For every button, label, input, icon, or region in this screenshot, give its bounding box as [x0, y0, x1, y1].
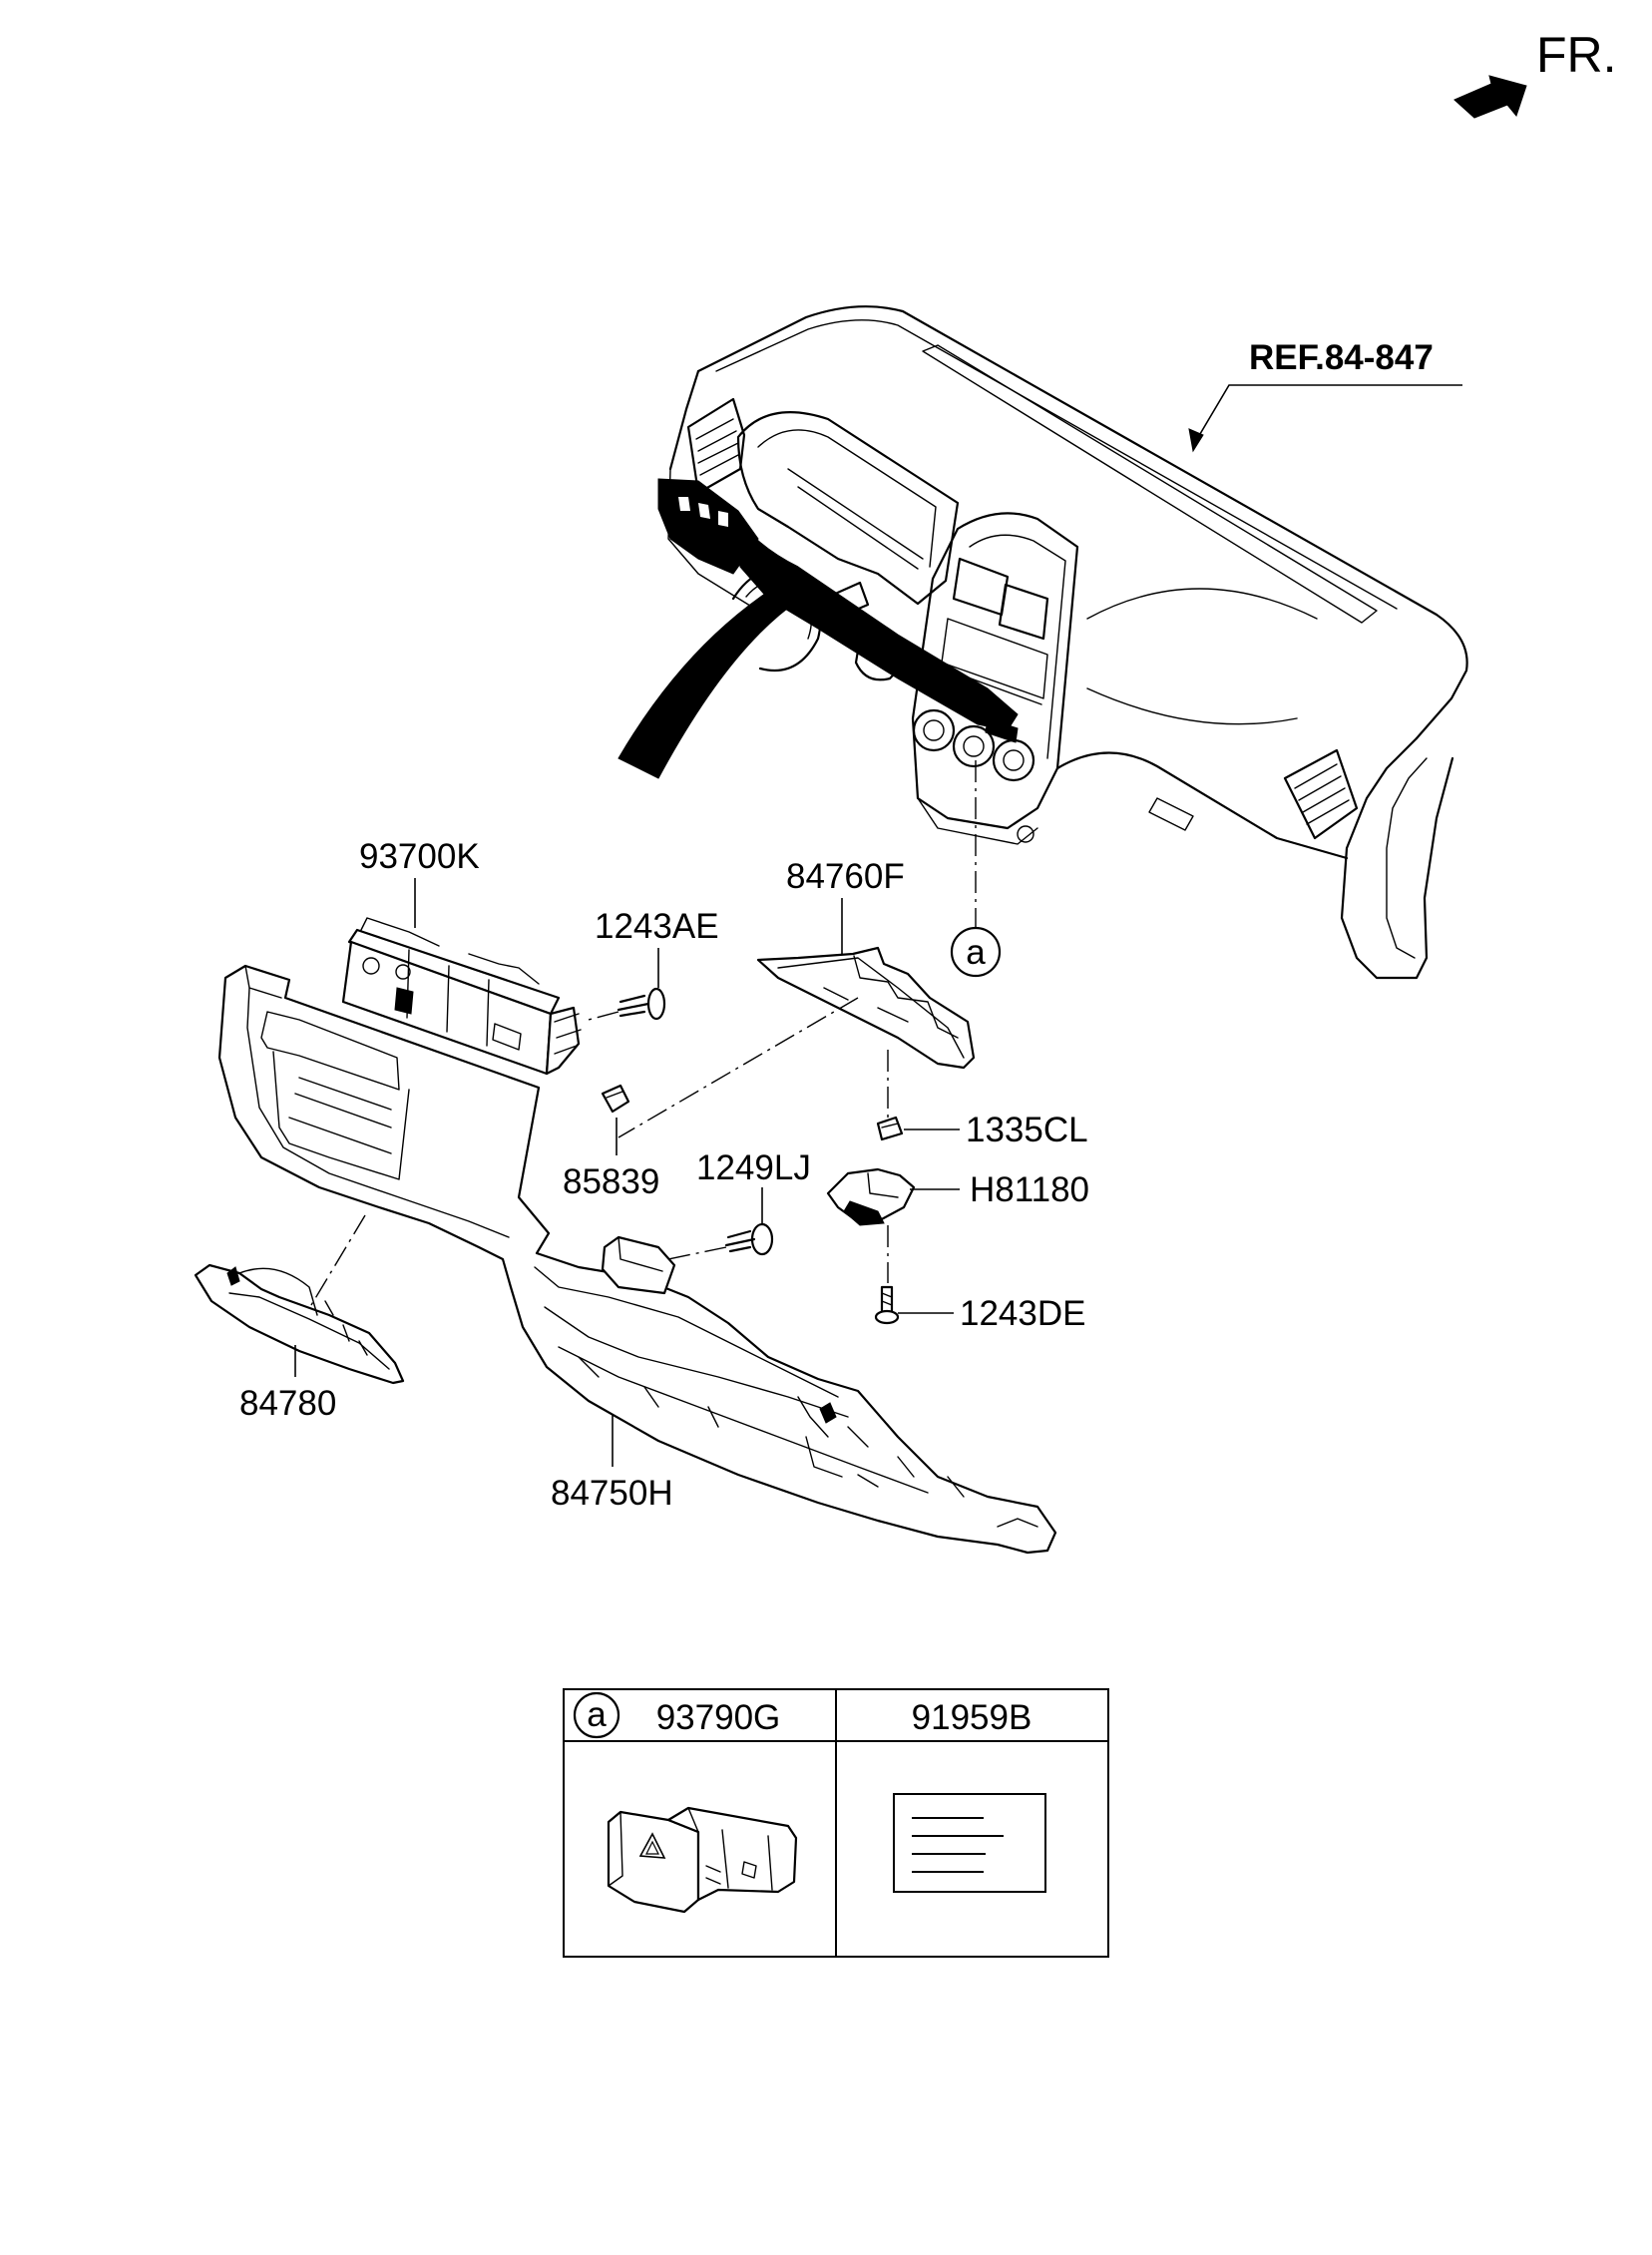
callout-table: a 93790G 91959B	[563, 1688, 1109, 1958]
lower-panel-84750H	[217, 964, 1057, 1555]
label-84780: 84780	[239, 1384, 336, 1423]
screw-1243AE	[588, 987, 666, 1021]
front-direction-indicator: FR.	[1453, 27, 1617, 119]
label-sheet-icon	[893, 1793, 1046, 1893]
switch-module-93700K	[341, 917, 582, 1076]
label-1243DE: 1243DE	[960, 1294, 1085, 1333]
alignment-line-84760F	[618, 997, 859, 1138]
alignment-line-84780	[304, 1214, 366, 1316]
dashboard-reference-illustration	[618, 305, 1468, 980]
callout-a-dashboard: a	[950, 760, 1002, 978]
reference-label: REF.84-847	[1249, 338, 1434, 377]
label-H81180: H81180	[970, 1170, 1089, 1209]
screw-1249LJ	[657, 1222, 774, 1262]
table-callout-a: a	[573, 1691, 620, 1739]
clip-85839	[601, 1084, 630, 1114]
label-1243AE: 1243AE	[595, 907, 719, 946]
cover-84780	[194, 1214, 405, 1385]
label-1335CL: 1335CL	[966, 1111, 1088, 1149]
hazard-switch-icon	[607, 1806, 798, 1914]
front-direction-arrow-icon	[1453, 75, 1527, 119]
callout-a-symbol: a	[966, 933, 986, 972]
table-header-91959B: 91959B	[912, 1698, 1032, 1737]
label-1249LJ: 1249LJ	[696, 1148, 811, 1187]
label-85839: 85839	[563, 1162, 659, 1201]
clip-1335CL	[876, 1116, 904, 1141]
label-84750H: 84750H	[551, 1474, 673, 1513]
table-callout-symbol: a	[587, 1695, 607, 1734]
label-84760F: 84760F	[786, 857, 905, 896]
front-direction-label: FR.	[1536, 27, 1617, 83]
reference-callout: REF.84-847	[1188, 338, 1462, 453]
bracket-84760F	[756, 946, 976, 1070]
hook-H81180	[826, 1167, 916, 1226]
table-header-93790G: 93790G	[656, 1698, 781, 1737]
screw-1243DE	[874, 1285, 900, 1325]
label-93700K: 93700K	[359, 837, 480, 876]
